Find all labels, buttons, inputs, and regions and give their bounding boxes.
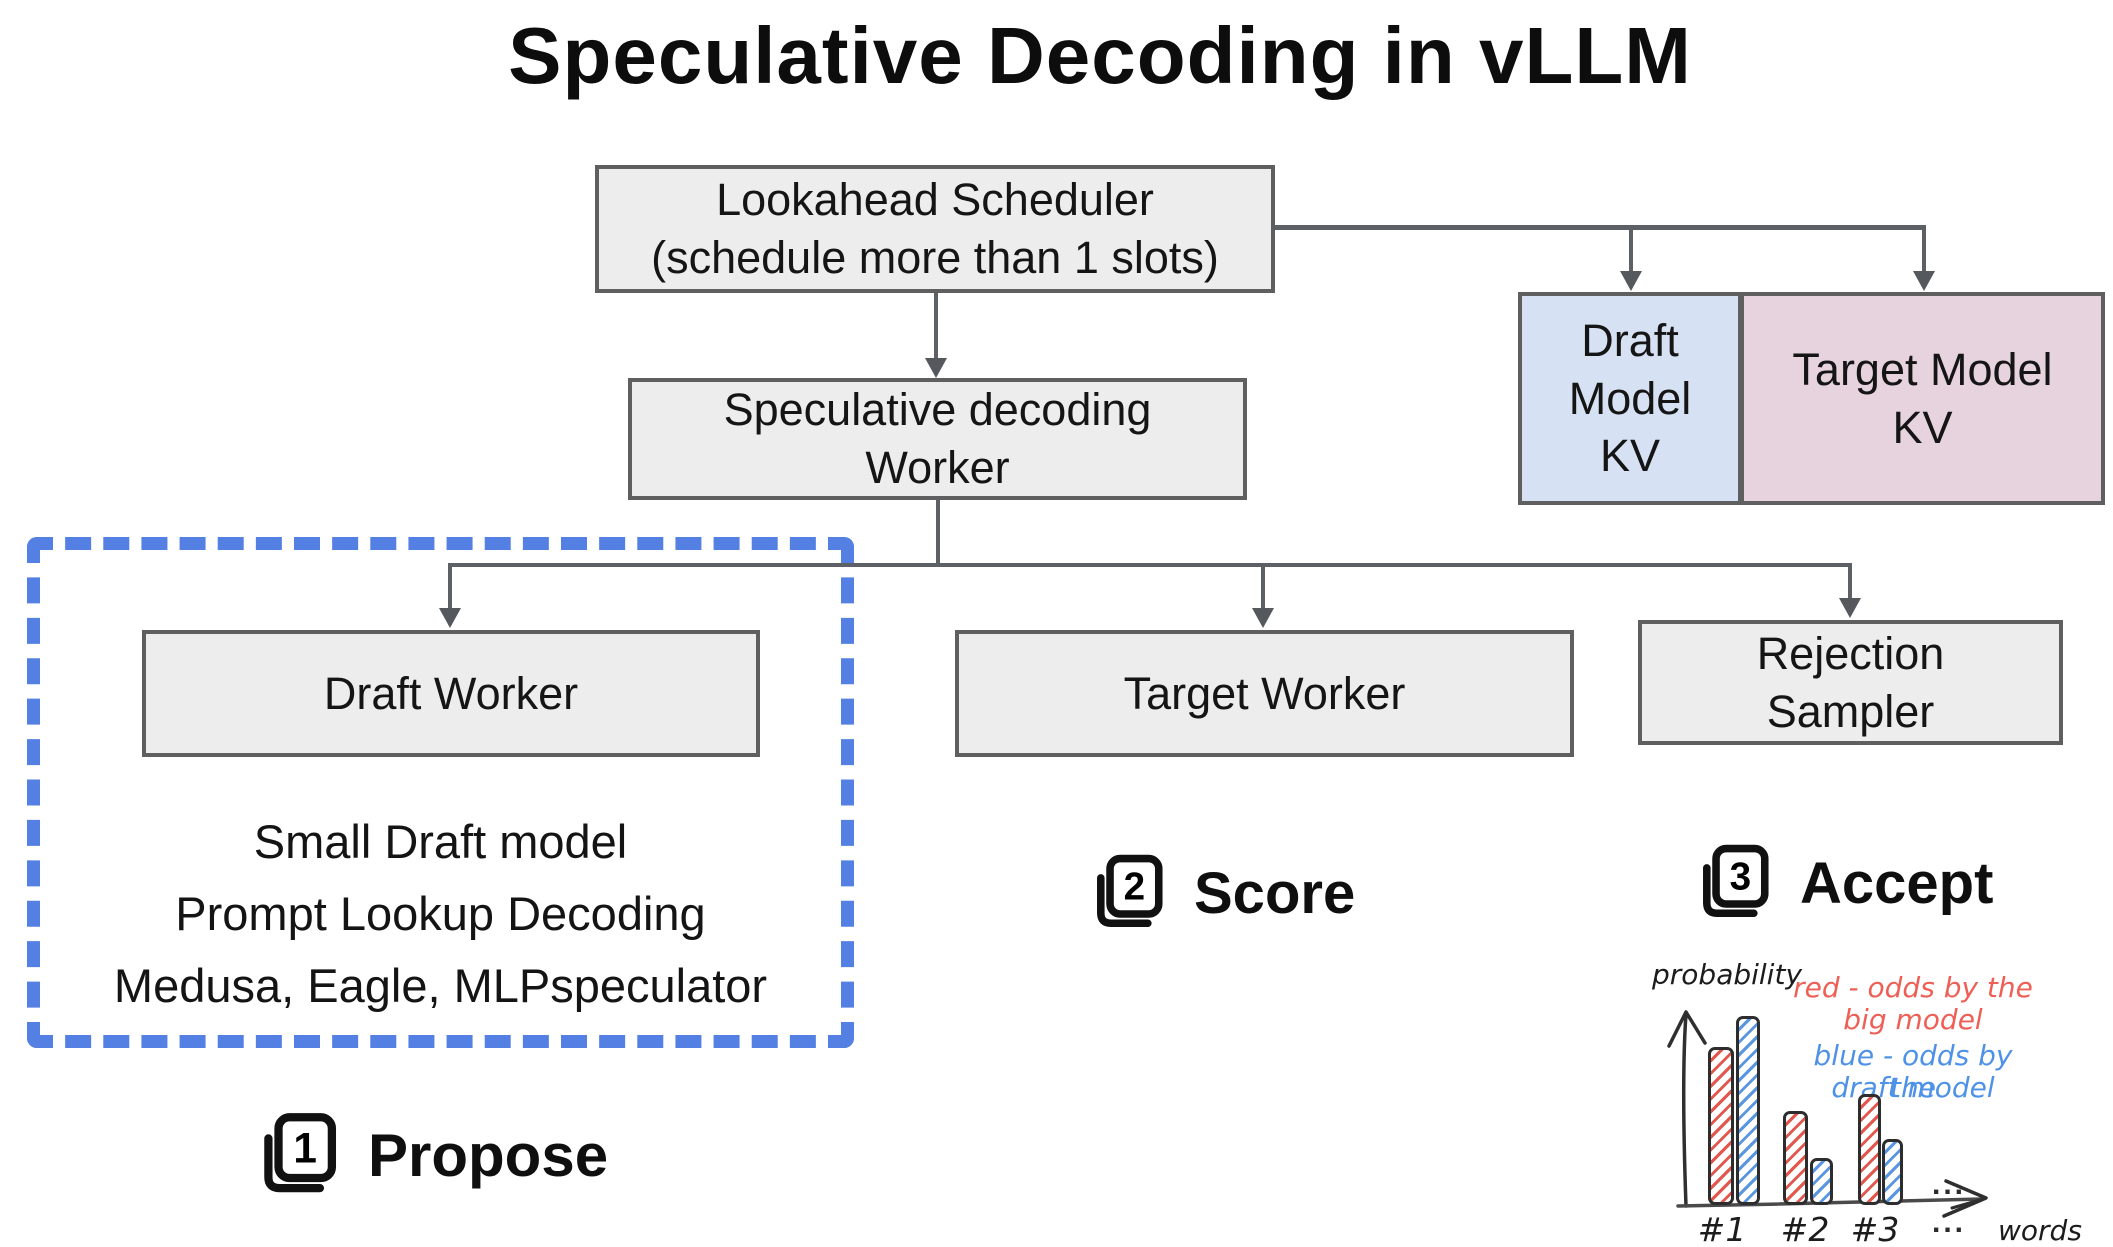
step-propose: 1 Propose [250, 1106, 608, 1204]
legend-blue-line1: blue - odds by the [1813, 1039, 2013, 1104]
chart-axes [1667, 1010, 1988, 1218]
svg-text:1: 1 [293, 1124, 317, 1171]
legend-red-line1: red - odds by the [1793, 971, 2033, 1004]
node-lookahead-scheduler: Lookahead Scheduler (schedule more than … [595, 165, 1275, 293]
connector-specworker-to-rail [936, 500, 940, 566]
node-label: Draft Worker [323, 667, 579, 719]
chart-bar-red-#3 [1858, 1094, 1881, 1205]
filter-2-icon: 2 [1097, 854, 1163, 928]
node-target-worker: Target Worker [955, 630, 1574, 757]
arrowhead-into-target-worker [1252, 608, 1274, 628]
chart-tick-3: #3 [1850, 1210, 1900, 1247]
chart-ellipsis-upper: ... [1932, 1168, 1967, 1201]
svg-text:3: 3 [1730, 856, 1751, 899]
arrowhead-into-draft-worker [439, 608, 461, 628]
chart-bar-red-#1 [1708, 1047, 1734, 1205]
svg-text:2: 2 [1124, 866, 1145, 909]
node-draft-worker: Draft Worker [142, 630, 760, 757]
arrowhead-into-rejection-sampler [1839, 598, 1861, 618]
node-label-line: Worker [865, 442, 1010, 493]
connector-drop-target-worker [1261, 563, 1265, 610]
node-label: Target Model KV [1792, 343, 2053, 453]
draft-methods-line: Medusa, Eagle, MLPspeculator [113, 959, 768, 1012]
chart-bar-blue-#2 [1810, 1158, 1833, 1205]
step-accept-label: Accept [1800, 850, 1994, 916]
draft-methods-text: Small Draft model Prompt Lookup Decoding… [27, 806, 854, 1022]
connector-scheduler-to-specworker [934, 293, 938, 359]
legend-red-line2: big model [1843, 1003, 1983, 1036]
connector-children-rail [450, 563, 1852, 567]
chart-tick-1: #1 [1697, 1210, 1747, 1247]
connector-drop-draft-kv [1629, 227, 1633, 273]
node-label-line: Speculative decoding [723, 384, 1152, 436]
chart-tick-2: #2 [1780, 1210, 1830, 1247]
page-title: Speculative Decoding in vLLM [508, 11, 1692, 100]
filter-1-icon: 1 [264, 1113, 337, 1193]
connector-scheduler-to-kv-rail [1274, 225, 1926, 230]
step-accept: 3 Accept [1690, 838, 1993, 928]
node-rejection-sampler: Rejection Sampler [1638, 620, 2063, 745]
node-target-model-kv: Target Model KV [1740, 292, 2105, 505]
node-label-line: Lookahead Scheduler [716, 174, 1154, 226]
propose-dashed-region [27, 537, 854, 1048]
filter-3-icon: 3 [1703, 844, 1769, 918]
node-label-line: (schedule more than 1 slots) [651, 232, 1219, 283]
chart-ellipsis-lower: ... [1932, 1206, 1967, 1239]
draft-methods-line: Prompt Lookup Decoding [175, 887, 706, 940]
connector-drop-target-kv [1922, 227, 1926, 273]
arrowhead-into-target-kv [1913, 271, 1935, 291]
chart-ylabel: probability [1652, 958, 1803, 991]
connector-drop-rejection-sampler [1848, 563, 1852, 600]
draft-methods-line: Small Draft model [253, 815, 628, 868]
step-score: 2 Score [1084, 848, 1355, 938]
node-label-line: Sampler [1766, 685, 1935, 737]
chart-bar-blue-#1 [1736, 1016, 1760, 1205]
chart-bar-red-#2 [1783, 1111, 1808, 1205]
node-label-line: Rejection [1756, 627, 1945, 679]
arrowhead-into-specworker [925, 358, 947, 378]
node-label: Draft Model KV [1568, 315, 1692, 482]
step-propose-label: Propose [368, 1121, 609, 1189]
chart-xlabel: words [1998, 1214, 2082, 1247]
node-draft-model-kv: Draft Model KV [1518, 292, 1742, 505]
step-score-label: Score [1194, 860, 1356, 926]
chart-bar-blue-#3 [1882, 1139, 1903, 1205]
legend-blue-line2: draft model [1831, 1071, 1995, 1104]
node-label: Target Worker [1123, 667, 1406, 719]
node-speculative-decoding-worker: Speculative decoding Worker [628, 378, 1247, 500]
arrowhead-into-draft-kv [1620, 271, 1642, 291]
connector-drop-draft-worker [448, 563, 452, 610]
probability-chart: probability words red - odds by the big … [1630, 950, 2113, 1247]
